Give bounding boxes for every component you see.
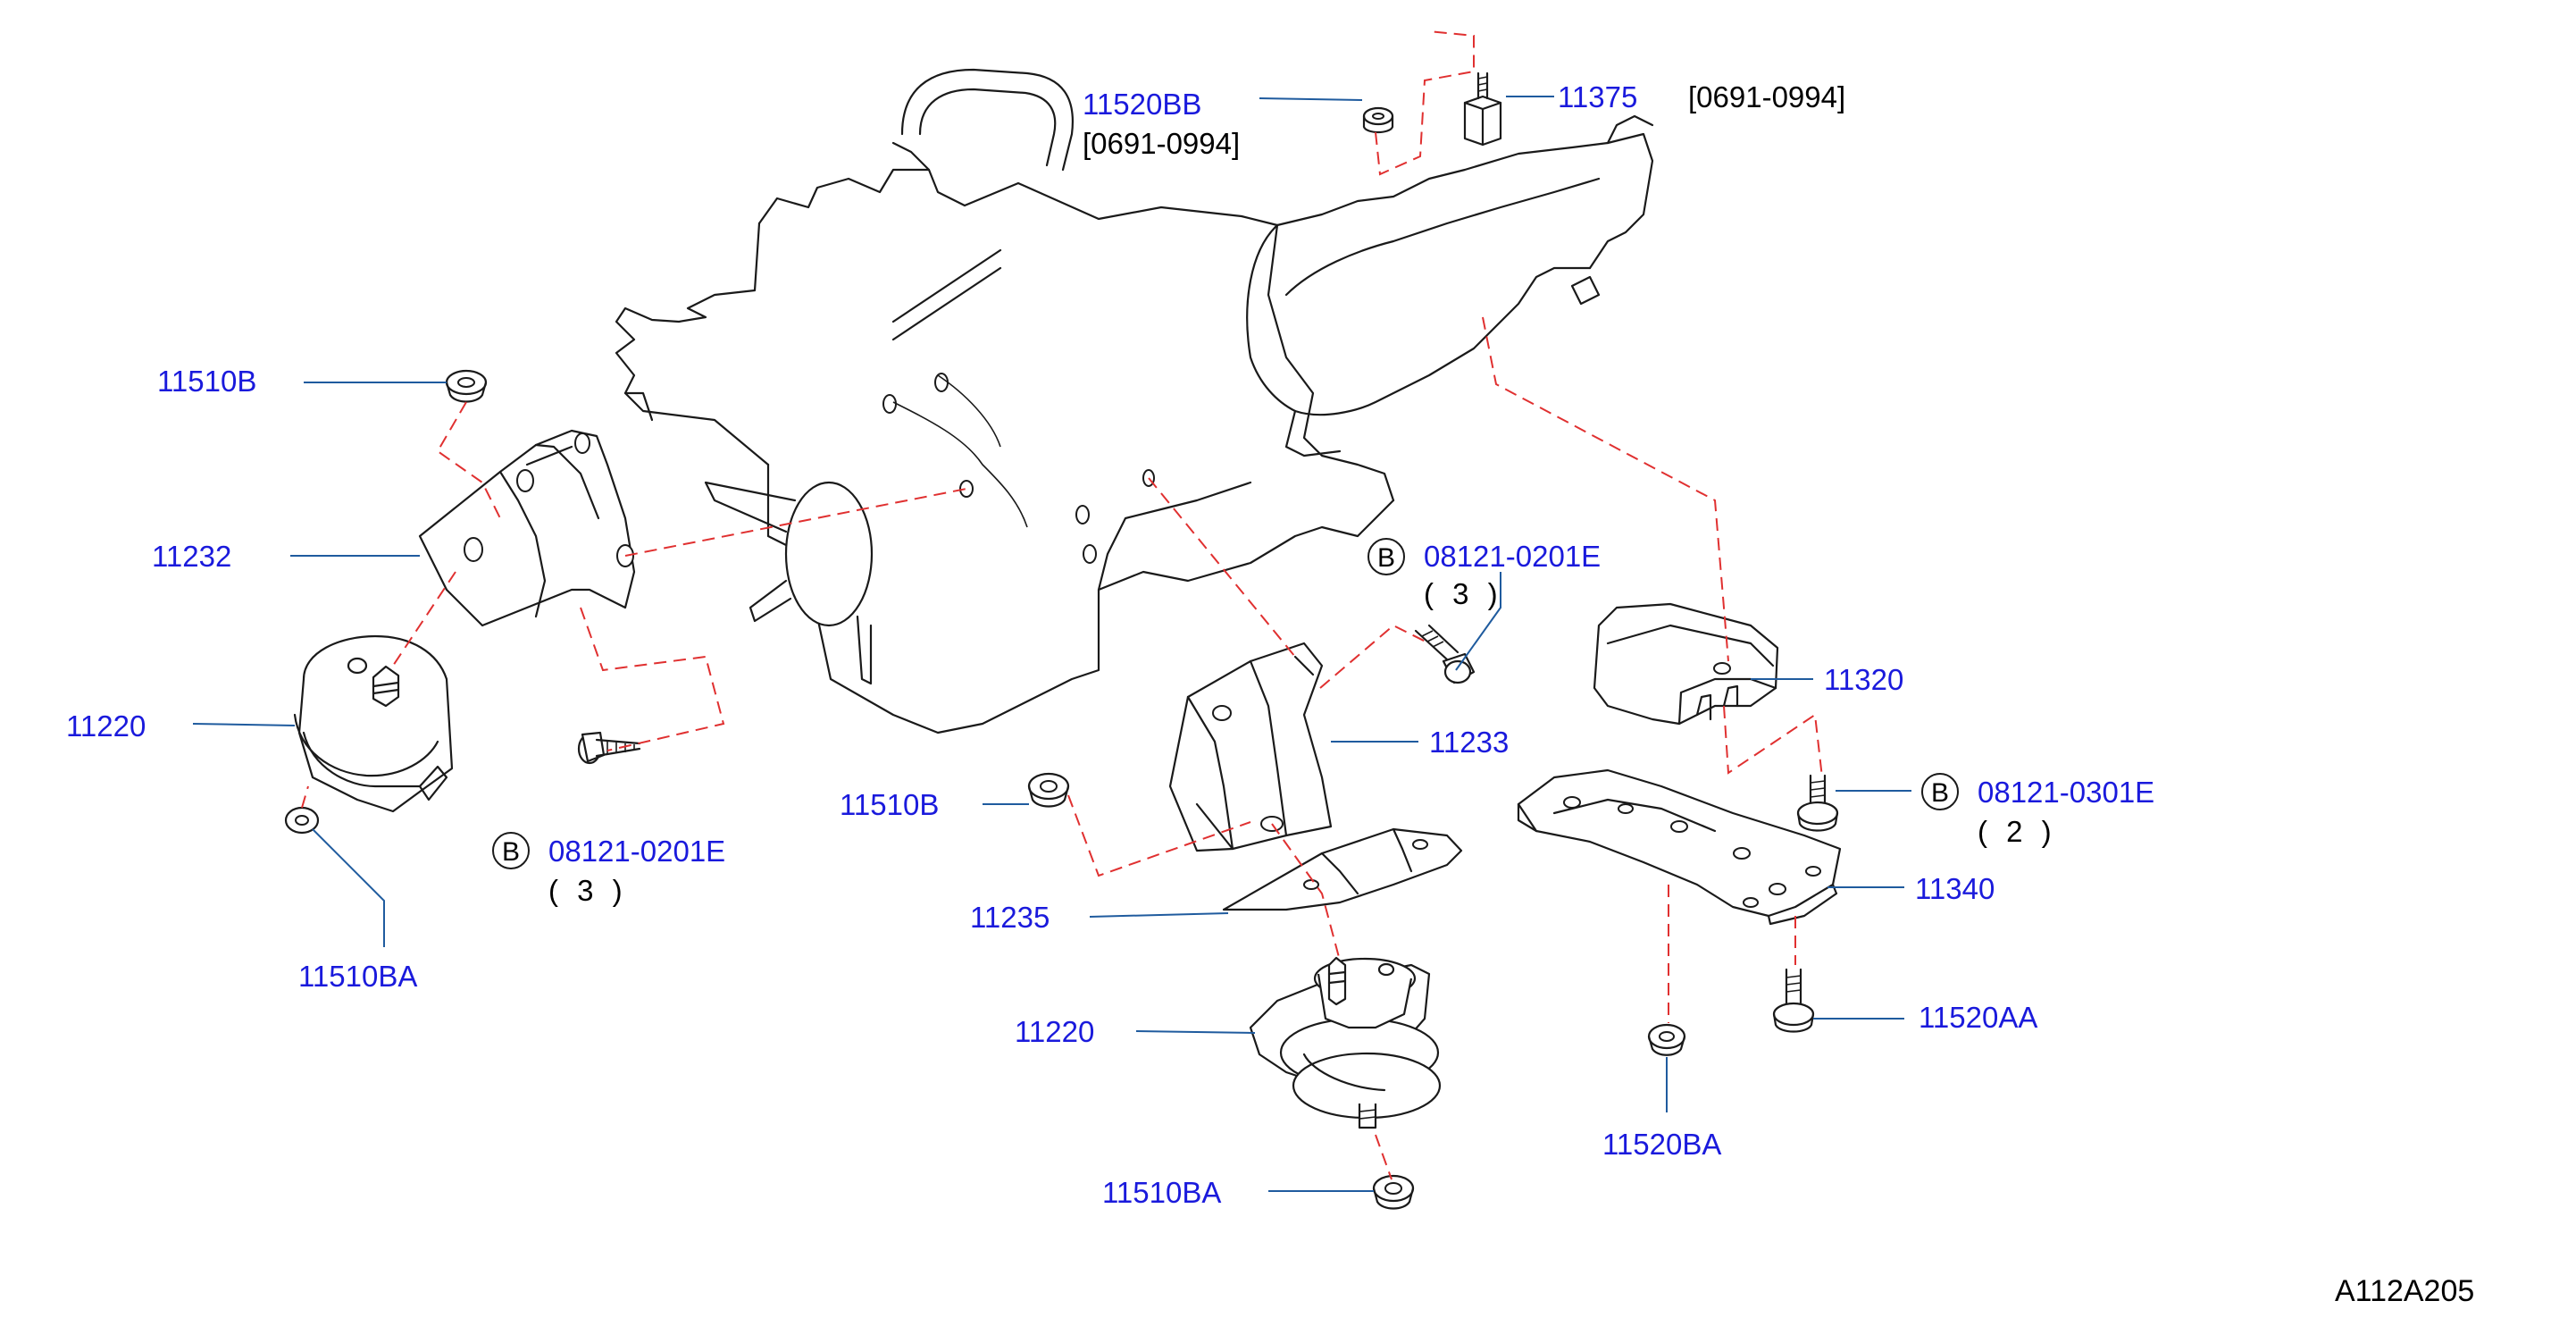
insulator-11320-drawing <box>1593 602 1779 726</box>
nut-11520ba-drawing <box>1647 1023 1686 1056</box>
nut-11520bb-drawing <box>1362 106 1394 134</box>
insulator-11220-center-drawing <box>1249 956 1442 1129</box>
label-11232: 11232 <box>152 540 231 573</box>
label-11520ba: 11520BA <box>1602 1128 1721 1161</box>
bolt-center-drawing <box>1414 624 1476 684</box>
nut-11510b-center-drawing <box>1027 772 1070 808</box>
label-11520bb: 11520BB <box>1083 88 1201 121</box>
nut-11510ba-center-drawing <box>1372 1174 1415 1210</box>
engine-block-drawing <box>615 68 1654 734</box>
crossmember-11340-drawing <box>1517 768 1842 926</box>
label-bolt-left-part: 08121-0201E <box>548 835 725 868</box>
bolt-marker-left: B <box>492 832 530 869</box>
bolt-marker-left-letter: B <box>502 837 520 867</box>
bolt-marker-right: B <box>1921 773 1959 810</box>
label-11510b-center: 11510B <box>840 788 939 821</box>
label-bolt-center-part: 08121-0201E <box>1424 540 1601 573</box>
label-bolt-right-qty: ( 2 ) <box>1978 815 2057 848</box>
plate-11235-drawing <box>1222 827 1463 911</box>
label-11520aa: 11520AA <box>1919 1001 2037 1034</box>
label-11320: 11320 <box>1824 663 1903 696</box>
bracket-11233-drawing <box>1168 642 1333 852</box>
label-11220-left: 11220 <box>66 709 146 743</box>
label-11520bb-date: [0691-0994] <box>1083 127 1240 160</box>
bolt-left-drawing <box>577 731 641 765</box>
bolt-marker-right-letter: B <box>1931 778 1949 808</box>
alignment-lines <box>301 30 1823 1180</box>
stud-11375-drawing <box>1463 71 1502 147</box>
label-11510b-left: 11510B <box>157 365 256 398</box>
label-11340: 11340 <box>1915 872 1995 905</box>
nut-11510b-left-drawing <box>445 369 488 403</box>
label-bolt-center-qty: ( 3 ) <box>1424 577 1503 610</box>
bolt-right-drawing <box>1796 774 1839 832</box>
label-11220-center: 11220 <box>1015 1015 1094 1048</box>
label-11510ba-left: 11510BA <box>298 960 417 993</box>
bracket-11232-drawing <box>418 429 636 627</box>
bolt-marker-center: B <box>1367 538 1405 575</box>
label-bolt-left-qty: ( 3 ) <box>548 874 628 907</box>
label-11375-date: [0691-0994] <box>1688 80 1845 113</box>
label-11235: 11235 <box>970 901 1050 934</box>
diagram-code: A112A205 <box>2335 1274 2474 1308</box>
label-11510ba-center: 11510BA <box>1102 1176 1221 1209</box>
bolt-11520aa-drawing <box>1772 968 1815 1033</box>
label-11233: 11233 <box>1429 726 1509 759</box>
insulator-11220-left-drawing <box>293 634 454 813</box>
label-bolt-right-part: 08121-0301E <box>1978 776 2154 809</box>
label-11375: 11375 <box>1558 80 1637 113</box>
bolt-marker-center-letter: B <box>1377 543 1395 573</box>
part-labels: 11520BB [0691-0994] 11375 [0691-0994] 11… <box>66 80 2474 1308</box>
leader-lines <box>192 96 1911 1192</box>
